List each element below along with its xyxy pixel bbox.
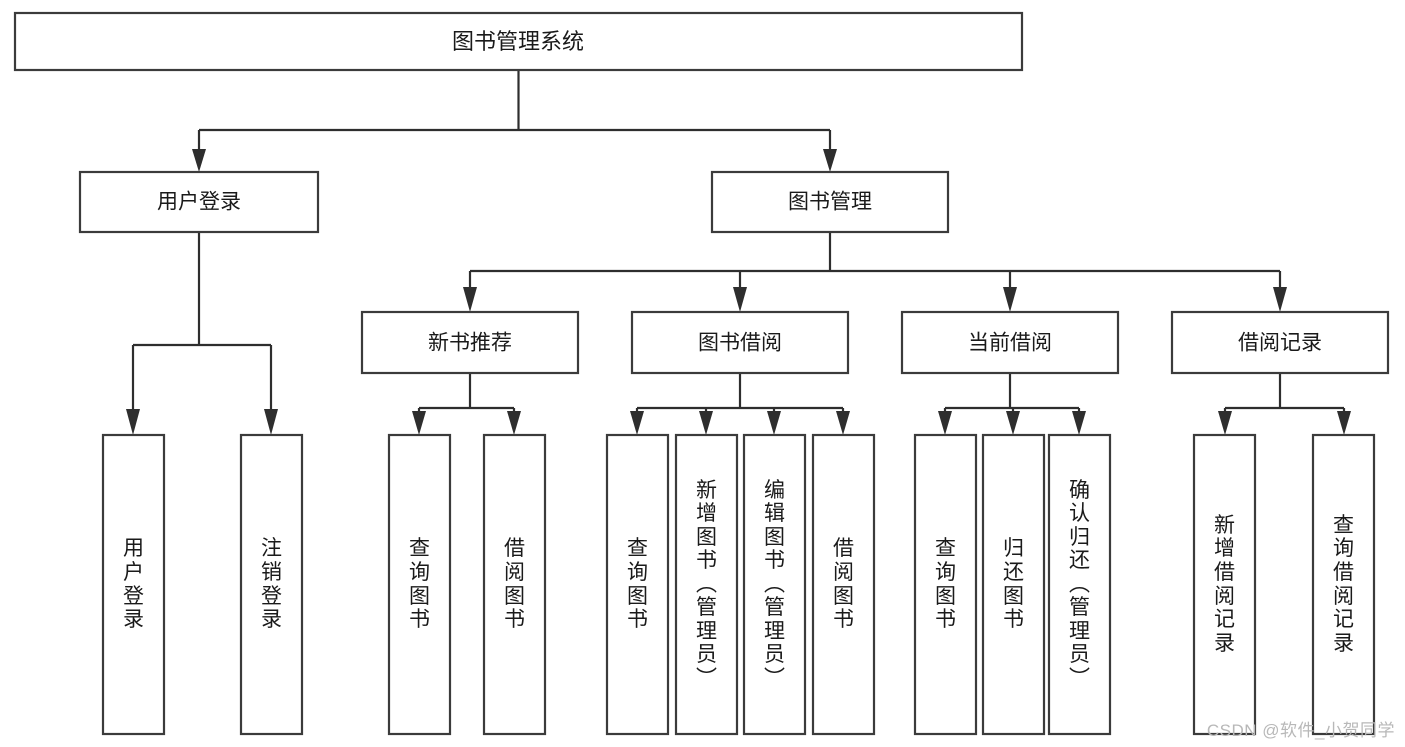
node-leaf-add-record-box[interactable] xyxy=(1192,433,1257,736)
node-leaf-confirm-return-box[interactable] xyxy=(1047,433,1112,736)
node-leaf-borrow-book-1-box[interactable] xyxy=(482,433,547,736)
node-book-management-label: 图书管理 xyxy=(788,191,872,214)
node-book-borrow-label: 图书借阅 xyxy=(698,332,782,355)
node-leaf-user-logout-box[interactable] xyxy=(239,433,304,736)
node-leaf-query-book-1-box[interactable] xyxy=(387,433,452,736)
node-leaf-add-book-box[interactable] xyxy=(674,433,739,736)
arrowhead-leaf-user-login xyxy=(126,409,140,435)
node-borrow-record-box[interactable] xyxy=(1170,310,1390,375)
node-leaf-user-login-box[interactable] xyxy=(101,433,166,736)
arrowhead-leaf-borrow-book-2 xyxy=(836,411,850,435)
node-book-borrow-box[interactable] xyxy=(630,310,850,375)
node-new-book-recommend-box[interactable] xyxy=(360,310,580,375)
arrowhead-new-book-recommend xyxy=(463,287,477,312)
node-root-label: 图书管理系统 xyxy=(452,29,584,54)
arrowhead-leaf-query-book-2 xyxy=(630,411,644,435)
node-new-book-recommend-label: 新书推荐 xyxy=(428,332,512,355)
arrowhead-user-login xyxy=(192,149,206,172)
node-leaf-query-book-2-box[interactable] xyxy=(605,433,670,736)
arrowhead-borrow-record xyxy=(1273,287,1287,312)
arrowhead-book-mgmt xyxy=(823,149,837,172)
node-current-borrow-box[interactable] xyxy=(900,310,1120,375)
node-current-borrow-label: 当前借阅 xyxy=(968,332,1052,355)
arrowhead-leaf-user-logout xyxy=(264,409,278,435)
node-borrow-record-label: 借阅记录 xyxy=(1238,332,1322,355)
arrowhead-leaf-edit-book xyxy=(767,411,781,435)
node-leaf-edit-book-box[interactable] xyxy=(742,433,807,736)
arrowhead-leaf-borrow-book-1 xyxy=(507,411,521,435)
node-leaf-query-book-3-box[interactable] xyxy=(913,433,978,736)
node-layer: 图书管理系统 用户登录 图书管理 新书推荐 图书借阅 当前借阅 借阅记录 xyxy=(13,11,1390,736)
connector-layer xyxy=(126,70,1351,435)
arrowhead-leaf-return-book xyxy=(1006,411,1020,435)
arrowhead-leaf-confirm-return xyxy=(1072,411,1086,435)
arrowhead-leaf-query-book-1 xyxy=(412,411,426,435)
node-user-login-box[interactable] xyxy=(78,170,320,234)
arrowhead-book-borrow xyxy=(733,287,747,312)
arrowhead-leaf-add-book xyxy=(699,411,713,435)
arrowhead-leaf-query-record xyxy=(1337,411,1351,435)
node-root-box[interactable] xyxy=(13,11,1024,72)
arrowhead-leaf-query-book-3 xyxy=(938,411,952,435)
watermark: CSDN @软件_小贺同学 xyxy=(1206,721,1395,740)
node-leaf-query-record-box[interactable] xyxy=(1311,433,1376,736)
node-leaf-borrow-book-2-box[interactable] xyxy=(811,433,876,736)
node-user-login-label: 用户登录 xyxy=(157,191,241,214)
node-leaf-return-book-box[interactable] xyxy=(981,433,1046,736)
node-book-management-box[interactable] xyxy=(710,170,950,234)
arrowhead-leaf-add-record xyxy=(1218,411,1232,435)
arrowhead-current-borrow xyxy=(1003,287,1017,312)
